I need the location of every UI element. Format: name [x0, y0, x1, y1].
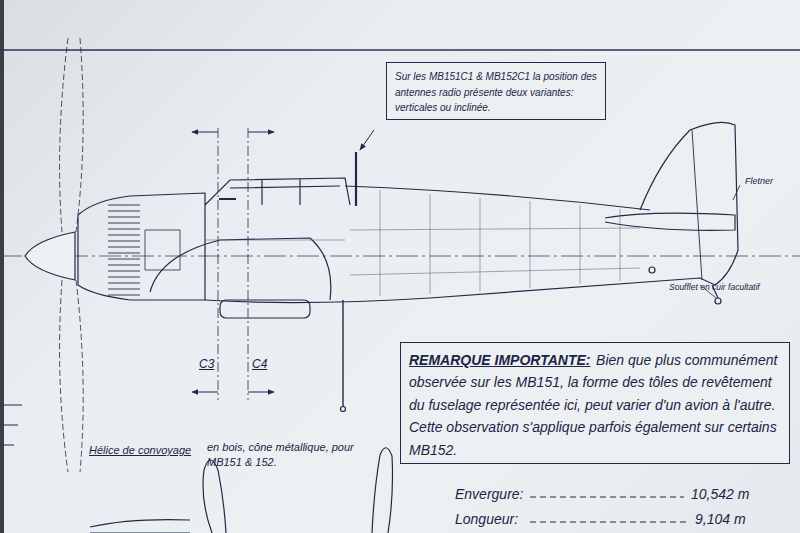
lower-antenna	[342, 300, 343, 406]
note-text: Sur les MB151C1 & MB152C1 la position de…	[395, 71, 597, 113]
antenna-weight	[341, 407, 346, 412]
label-slot: Longueur:	[454, 510, 519, 529]
frame-line	[0, 49, 800, 51]
tail-fin	[640, 122, 738, 285]
label-slot: C4	[251, 354, 268, 372]
flettner-leader	[733, 185, 740, 200]
note-heading: REMARQUE IMPORTANTE:	[409, 352, 590, 368]
wing-root	[150, 238, 331, 300]
dimension-value: 10,542 m	[690, 485, 750, 504]
panel-lines	[205, 190, 640, 296]
part-label: Soufflet en cuir facultatif	[668, 282, 761, 293]
fuselage-outline	[205, 186, 715, 303]
center-line	[0, 256, 800, 257]
tail-wheel	[715, 298, 721, 304]
dimension-label: Longueur:	[454, 510, 519, 529]
label-slot: Envergure:	[454, 485, 524, 504]
callout-leader	[360, 130, 374, 150]
dimension-value: 9,104 m	[694, 510, 747, 529]
rudder-hinge	[692, 130, 702, 280]
exhaust-panel	[145, 230, 180, 270]
label-slot: Soufflet en cuir facultatif	[668, 276, 761, 294]
propeller-blade	[372, 448, 393, 533]
canopy	[205, 178, 350, 205]
label-slot: 10,542 m	[690, 485, 750, 504]
label-slot: C3	[198, 354, 215, 372]
callout-box: Sur les MB151C1 & MB152C1 la position de…	[386, 62, 606, 120]
section-arrow	[248, 132, 274, 133]
section-arrow	[248, 392, 274, 393]
section-arrow	[192, 132, 218, 133]
dimension-leader	[530, 497, 688, 522]
radio-mast	[355, 152, 357, 206]
propeller-blade	[203, 460, 226, 533]
section-label: C4	[251, 356, 268, 372]
stabilizer	[605, 213, 735, 230]
label-slot: Fletner	[744, 170, 774, 188]
edge-view	[4, 405, 22, 445]
propeller-blade	[90, 520, 190, 533]
roundel-mark	[649, 267, 655, 273]
caption-label: Hélice de convoyage	[88, 443, 192, 458]
adjacent-view	[4, 405, 22, 445]
label-slot: 9,104 m	[694, 510, 747, 529]
cowling-ribs	[108, 205, 140, 295]
label-slot: en bois, cône métallique, pour MB151 & 1…	[206, 440, 356, 470]
section-marks	[192, 128, 274, 400]
part-label: Fletner	[744, 175, 774, 187]
gun-sight	[219, 198, 236, 200]
section-label: C3	[198, 356, 215, 372]
label-slot: Hélice de convoyage	[88, 440, 192, 458]
caption-label: en bois, cône métallique, pour MB151 & 1…	[206, 440, 356, 470]
dimension-label: Envergure:	[454, 485, 524, 504]
section-arrow	[192, 392, 218, 393]
note-box: REMARQUE IMPORTANTE:Bien que plus commun…	[400, 342, 790, 464]
section-line	[218, 128, 248, 400]
page-edge	[0, 0, 4, 533]
spinner	[25, 232, 75, 280]
radiator	[220, 300, 310, 318]
engine-cowling	[78, 193, 205, 300]
